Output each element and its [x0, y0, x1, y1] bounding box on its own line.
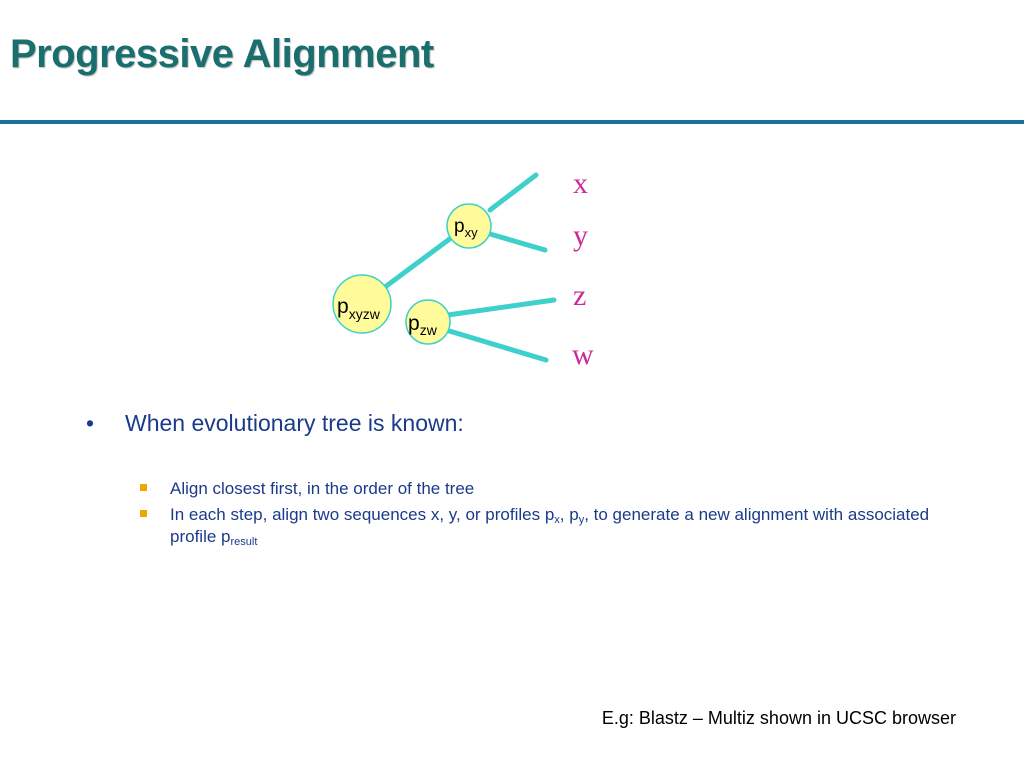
sub-bullet-2-text: In each step, align two sequences x, y, …	[170, 504, 960, 548]
footer-note: E.g: Blastz – Multiz shown in UCSC brows…	[601, 708, 956, 728]
leaf-x: x	[573, 167, 588, 200]
sub-bullet-1-text: Align closest first, in the order of the…	[170, 479, 475, 498]
sub-bullet-2-part-c: , to generate a new alignment with assoc…	[170, 505, 930, 546]
svg-text:pxy: pxy	[454, 216, 478, 240]
sub-bullet-2-sub-y: y	[578, 514, 585, 526]
edge-pzw-z	[445, 297, 557, 318]
sub-bullet-2-sub-x: x	[554, 514, 560, 526]
sub-bullet-2-part-a: In each step, align two sequences x, y, …	[170, 505, 555, 524]
node-pxy-base: p	[454, 216, 465, 237]
bullet-marker: •	[86, 410, 95, 436]
node-pzw: pzw	[405, 299, 451, 345]
node-pxyzw-sub: xyzw	[349, 306, 381, 322]
svg-text:pzw: pzw	[408, 312, 438, 338]
edge-pzw-w	[443, 327, 549, 363]
sub-bullet-2-part-b: , p	[559, 505, 579, 524]
node-pxy-sub: xy	[465, 225, 479, 240]
leaf-w: w	[572, 338, 594, 371]
leaf-y: y	[573, 219, 588, 252]
tree-edges	[382, 172, 557, 363]
node-pxyzw-base: p	[337, 295, 349, 318]
sub-bullet-2-sub-result: result	[230, 536, 258, 548]
leaf-z: z	[573, 279, 586, 312]
edge-root-pxy	[382, 232, 458, 290]
node-pxyzw: pxyzw	[332, 274, 392, 334]
title-divider	[0, 120, 1024, 124]
edge-pxy-y	[487, 231, 548, 253]
edge-pxy-x	[487, 172, 539, 213]
phylogenetic-tree: pxyzw pxy pzw x y z w	[332, 167, 594, 371]
slide-title: Progressive Alignment	[10, 32, 434, 76]
bullet-main-text: When evolutionary tree is known:	[125, 410, 464, 436]
sub-bullet-marker	[140, 484, 147, 491]
node-pzw-base: p	[408, 312, 420, 335]
node-pzw-sub: zw	[420, 322, 438, 338]
node-pxy: pxy	[446, 203, 492, 249]
sub-bullet-marker	[140, 510, 147, 517]
svg-text:pxyzw: pxyzw	[337, 295, 381, 322]
